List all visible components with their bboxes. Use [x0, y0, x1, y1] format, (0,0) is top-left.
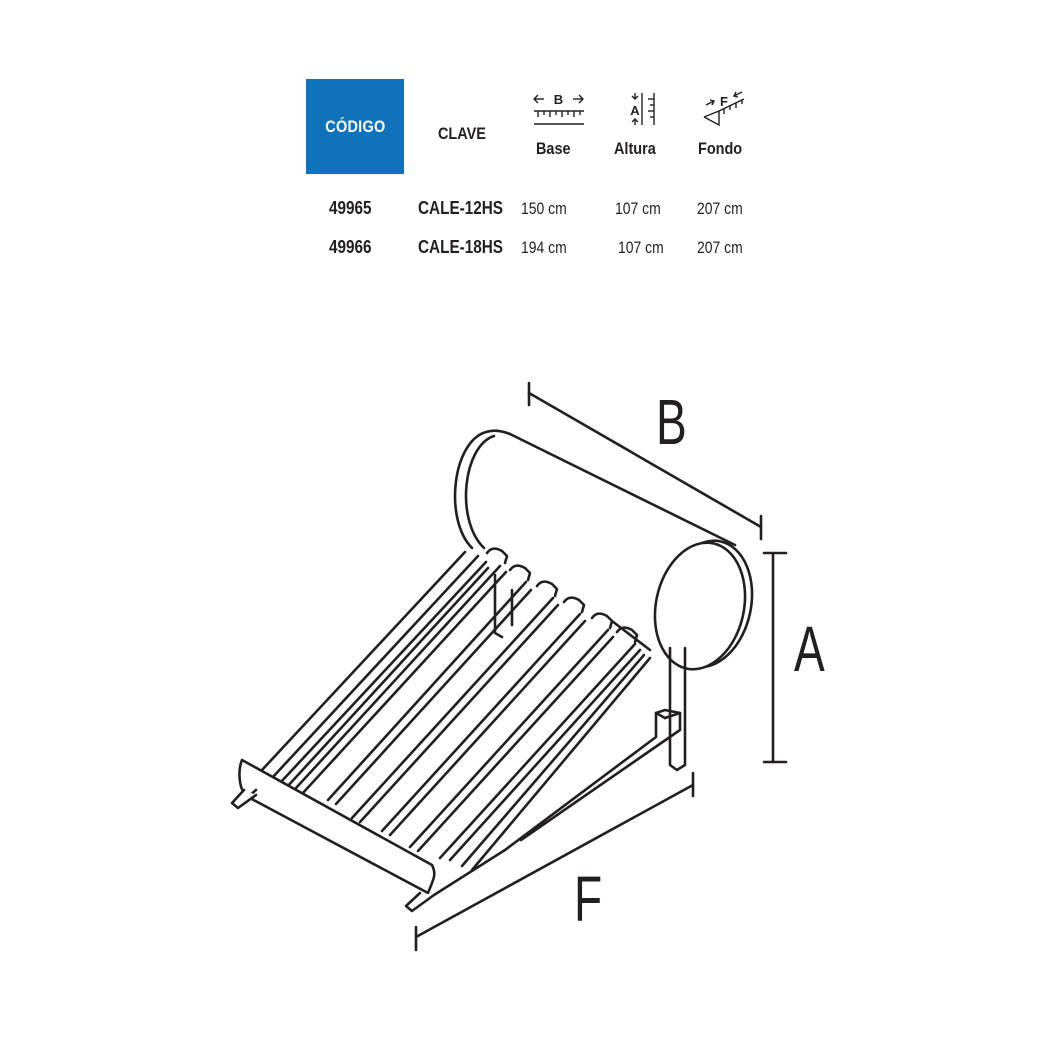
row1-fondo: 207 cm — [697, 199, 743, 218]
rear-support — [503, 646, 687, 852]
svg-text:A: A — [630, 103, 640, 118]
row2-fondo: 207 cm — [697, 238, 743, 257]
row1-base: 150 cm — [521, 199, 567, 218]
base-header: Base — [536, 139, 571, 158]
codigo-header: CÓDIGO — [324, 116, 386, 136]
vacuum-tubes — [260, 547, 652, 872]
dimension-a-line — [762, 551, 788, 764]
fondo-header: Fondo — [698, 139, 743, 158]
tray-feet — [230, 788, 507, 913]
row2-altura: 107 cm — [618, 238, 664, 257]
dimension-f-line — [414, 771, 695, 952]
spec-table: CÓDIGO CLAVE B Base A Altura — [306, 79, 766, 269]
altura-header: Altura — [614, 139, 656, 158]
dimension-f-label: F — [574, 863, 603, 935]
svg-text:B: B — [554, 92, 563, 107]
row2-base: 194 cm — [521, 238, 567, 257]
bottom-tray — [238, 758, 436, 895]
dimension-b-line — [527, 381, 763, 541]
water-tank — [451, 429, 754, 671]
row1-codigo: 49965 — [329, 198, 372, 218]
row2-clave: CALE-18HS — [418, 237, 504, 257]
row1-clave: CALE-12HS — [418, 198, 504, 218]
width-ruler-icon: B — [533, 92, 584, 125]
row1-altura: 107 cm — [615, 199, 661, 218]
dimension-a-label: A — [794, 613, 825, 685]
row2-codigo: 49966 — [329, 237, 372, 257]
codigo-header-cell: CÓDIGO — [306, 79, 404, 174]
dimension-b-label: B — [656, 386, 687, 458]
clave-header: CLAVE — [438, 124, 486, 143]
svg-text:F: F — [720, 94, 728, 109]
depth-ruler-icon: F — [703, 91, 745, 127]
height-ruler-icon: A — [630, 93, 655, 125]
